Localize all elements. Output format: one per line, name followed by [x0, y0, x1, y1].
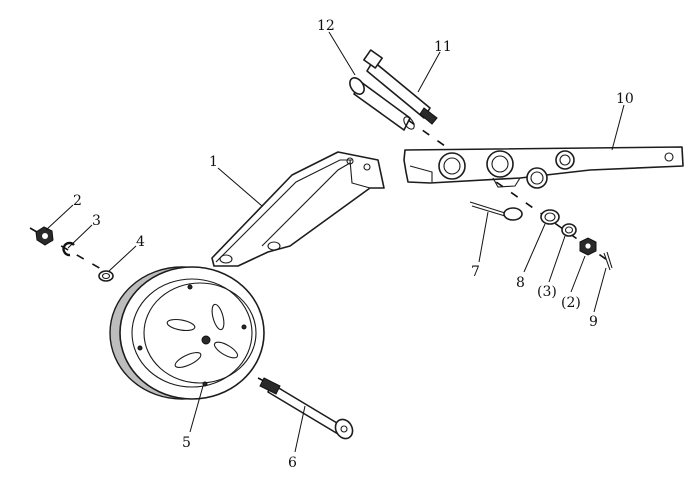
- axis-line-right: [407, 119, 611, 263]
- leader-7: [478, 211, 489, 263]
- callout-4: 4: [136, 234, 145, 250]
- callout-8: 8: [516, 275, 525, 291]
- hub-bolt-part: [259, 377, 354, 440]
- callout-9: 9: [589, 314, 598, 330]
- leader-11: [417, 51, 441, 93]
- callout-11: 11: [434, 39, 452, 55]
- leader-9: [593, 267, 607, 313]
- leader-3b: [548, 235, 566, 283]
- clip-part-left: [62, 241, 75, 257]
- leader-2b: [570, 255, 586, 293]
- callout-3b: (3): [537, 284, 557, 300]
- cotter-pin-part: [603, 251, 613, 271]
- right-arm-part: [403, 146, 684, 189]
- washer-part-right: [540, 209, 560, 225]
- leader-12: [328, 31, 356, 76]
- leader-4: [108, 245, 137, 272]
- small-washer-part-right: [561, 223, 577, 237]
- left-bracket-part: [211, 151, 385, 267]
- axis-line-left: [29, 227, 109, 274]
- leader-1: [217, 167, 263, 207]
- callout-10: 10: [616, 91, 634, 107]
- split-pin-part: [469, 201, 523, 221]
- callout-5: 5: [182, 435, 191, 451]
- callout-1: 1: [209, 154, 218, 170]
- washer-part-left: [98, 270, 114, 282]
- nut-part-left: [35, 226, 54, 246]
- leader-6: [294, 405, 306, 453]
- leader-2: [45, 204, 74, 231]
- leader-5: [189, 385, 204, 433]
- callout-2b: (2): [561, 295, 581, 311]
- nut-part-right: [579, 237, 597, 256]
- callout-6: 6: [288, 455, 297, 471]
- leader-3: [67, 224, 93, 249]
- pin-part: [349, 77, 415, 131]
- leader-8: [523, 223, 546, 273]
- callout-3: 3: [92, 213, 101, 229]
- wheel-part: [109, 266, 265, 400]
- callout-7: 7: [471, 264, 480, 280]
- callout-2: 2: [73, 193, 82, 209]
- long-bolt-part: [363, 49, 438, 125]
- leader-10: [611, 104, 625, 151]
- callout-12: 12: [317, 18, 335, 34]
